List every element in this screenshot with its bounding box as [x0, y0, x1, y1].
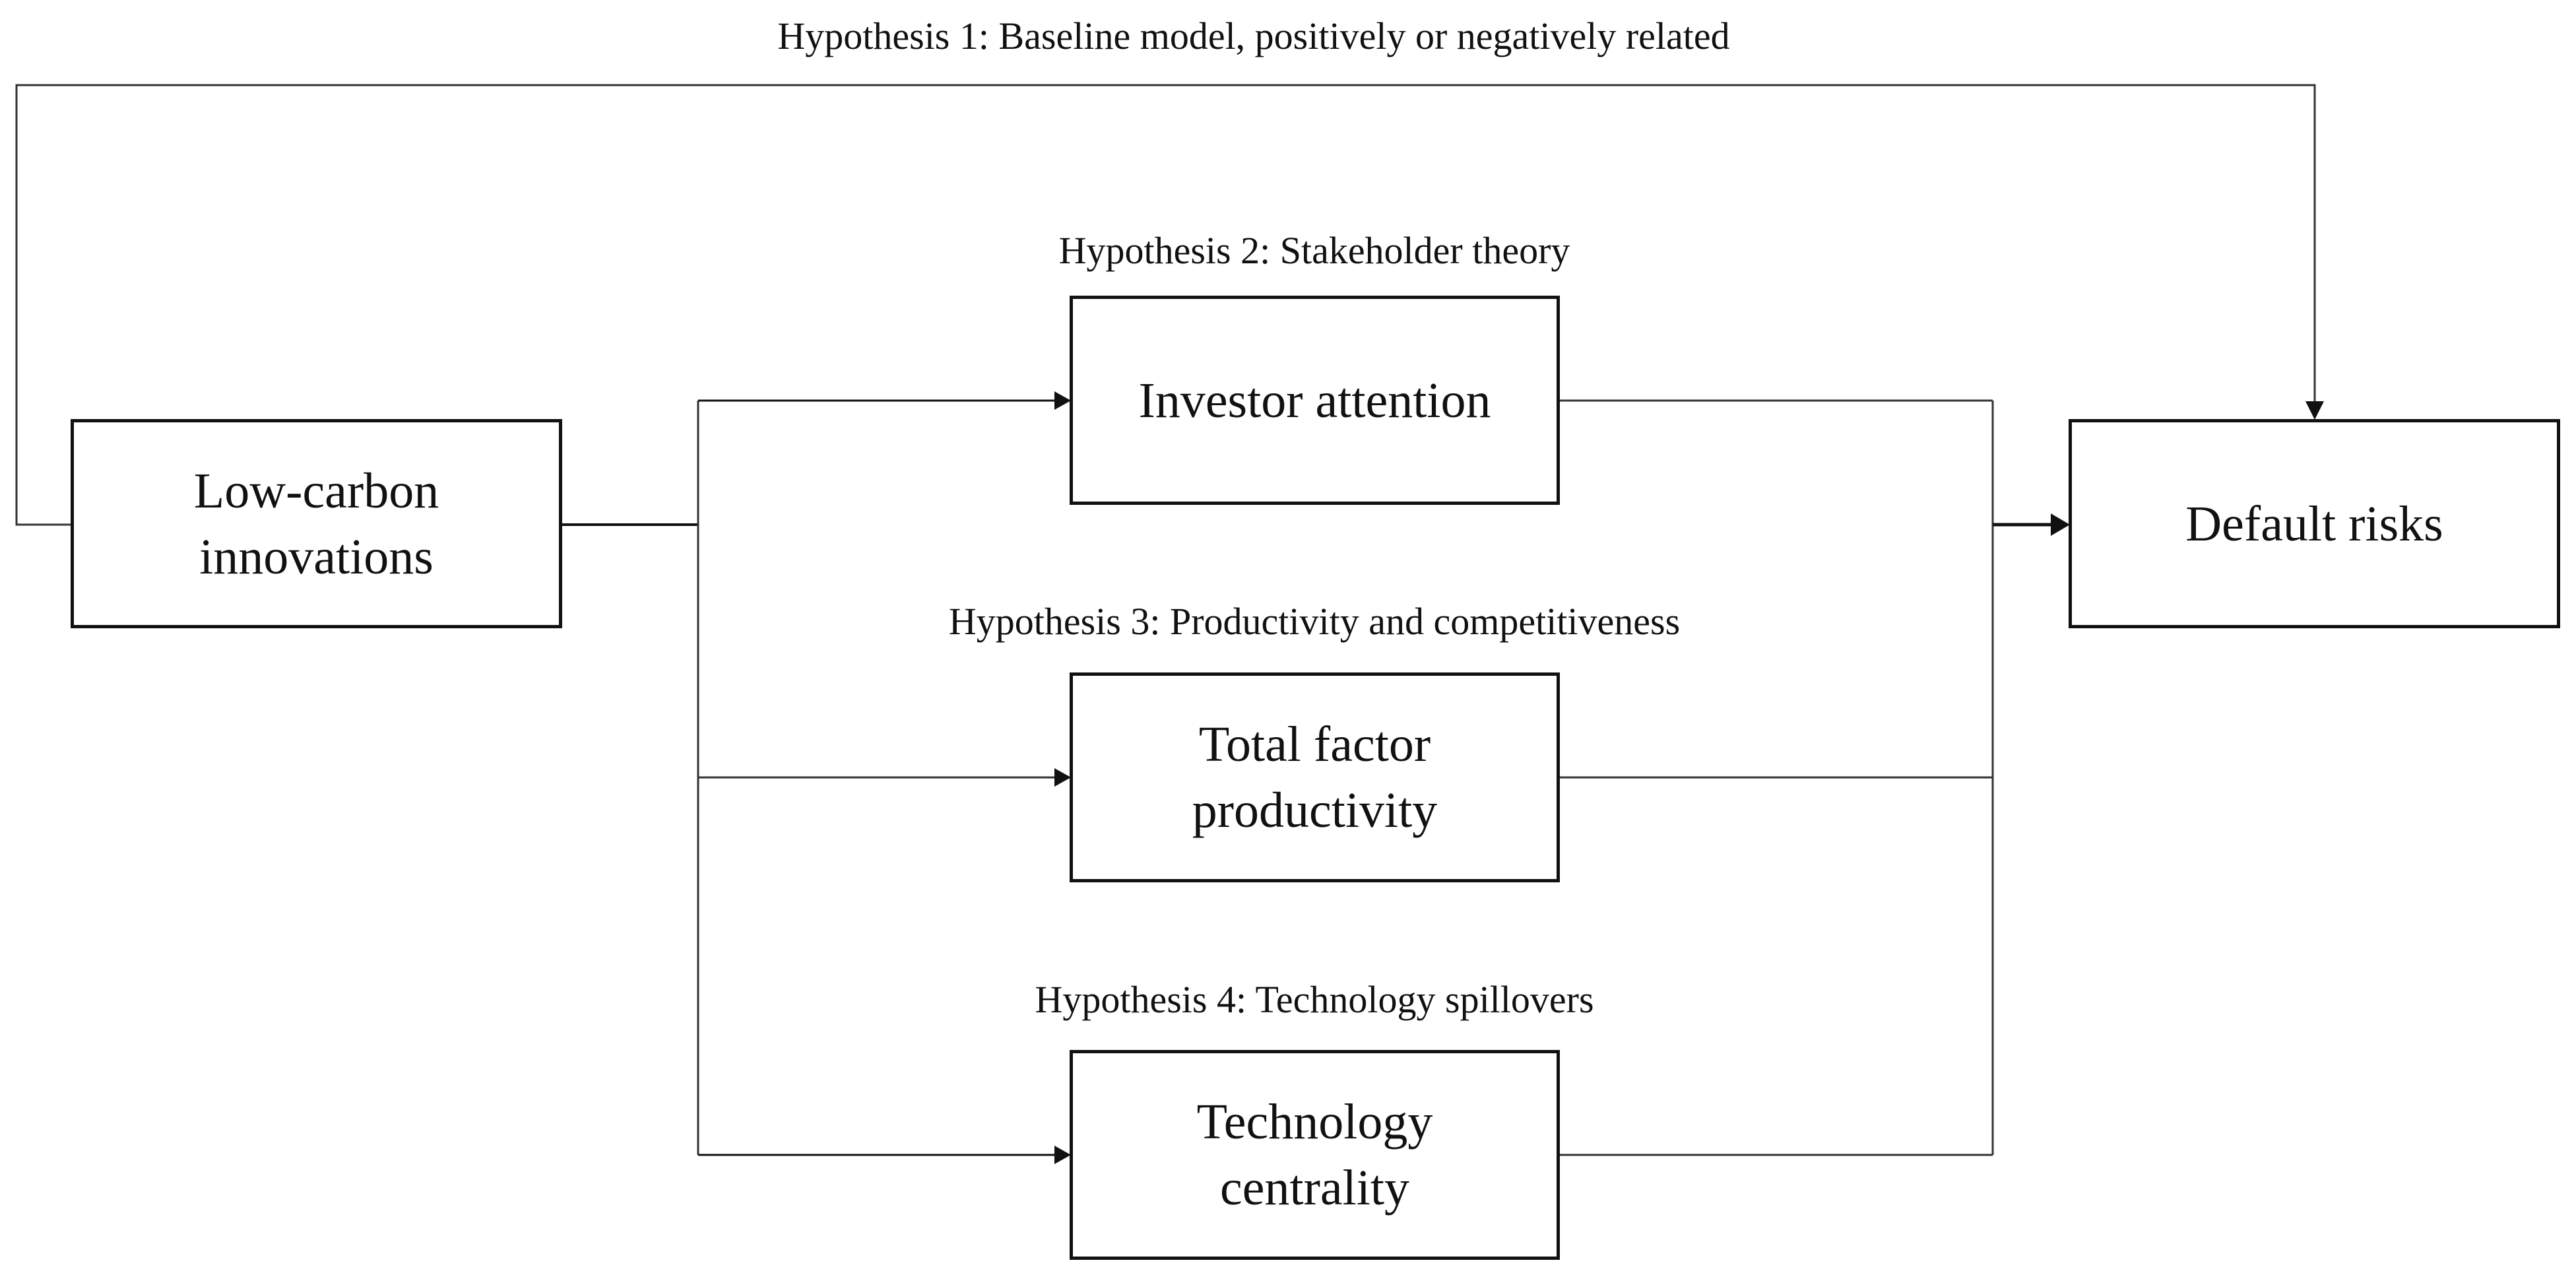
node-total-factor-productivity: Total factor productivity: [1070, 672, 1560, 882]
node-label-line: productivity: [1192, 783, 1438, 838]
node-technology-centrality: Technology centrality: [1070, 1050, 1560, 1260]
arrow-mediator3-icon: [1054, 1146, 1071, 1164]
node-label-line: centrality: [1220, 1160, 1409, 1216]
node-default-risks: Default risks: [2069, 419, 2560, 628]
arrow-target-icon: [2051, 513, 2070, 536]
node-label-line: Default risks: [2185, 496, 2443, 552]
node-label-line: innovations: [199, 529, 434, 585]
hypothesis-2-label: Hypothesis 2: Stakeholder theory: [1058, 229, 1570, 272]
hypothesis-3-label: Hypothesis 3: Productivity and competiti…: [948, 600, 1681, 643]
arrow-h1-icon: [2305, 401, 2324, 420]
arrow-mediator2-icon: [1054, 768, 1071, 787]
arrowheads: [1054, 391, 2324, 1164]
hypothesis-4-label: Hypothesis 4: Technology spillovers: [1035, 978, 1594, 1021]
node-low-carbon-innovations: Low-carbon innovations: [71, 419, 562, 628]
node-investor-attention: Investor attention: [1070, 296, 1560, 505]
node-label-line: Total factor: [1198, 717, 1431, 772]
node-label-line: Investor attention: [1138, 372, 1491, 428]
node-label-line: Technology: [1196, 1094, 1433, 1150]
node-label-line: Low-carbon: [193, 463, 439, 519]
hypothesis-1-label: Hypothesis 1: Baseline model, positively…: [777, 15, 1730, 57]
arrow-mediator1-icon: [1054, 391, 1071, 410]
h1-path: [15, 84, 2316, 526]
